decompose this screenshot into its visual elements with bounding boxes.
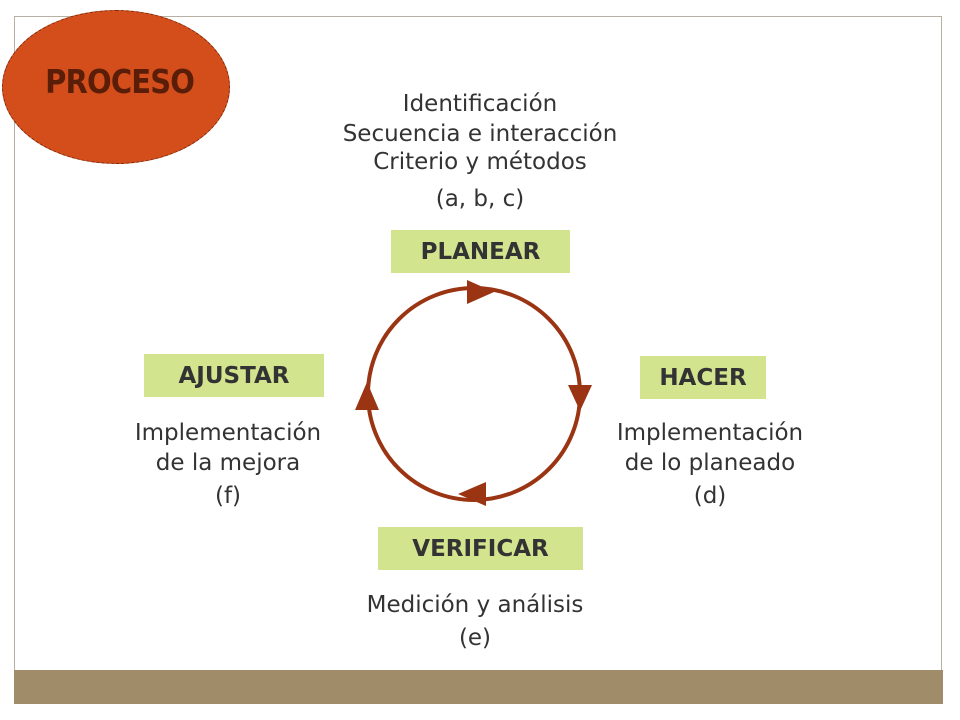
- ajustar-description: Implementación de la mejora (f): [108, 418, 348, 511]
- title-badge: PROCESO: [2, 10, 230, 164]
- arrow-right-down-icon: [568, 385, 592, 411]
- planear-line-1: Identificación: [402, 91, 558, 117]
- verificar-line-2: (e): [458, 625, 492, 651]
- verificar-label: VERIFICAR: [412, 535, 549, 562]
- hacer-line-2: de lo planeado: [624, 450, 796, 476]
- ajustar-label: AJUSTAR: [178, 362, 290, 389]
- arrow-bottom-left-icon: [458, 482, 486, 506]
- planear-label: PLANEAR: [420, 238, 541, 265]
- ajustar-line-3: (f): [214, 483, 242, 509]
- title-text: PROCESO: [45, 61, 196, 101]
- hacer-box: HACER: [640, 356, 766, 399]
- arrow-left-up-icon: [355, 382, 379, 410]
- hacer-label: HACER: [659, 364, 747, 391]
- hacer-line-1: Implementación: [616, 420, 804, 446]
- ajustar-box: AJUSTAR: [144, 354, 324, 397]
- footer-bar: [14, 670, 943, 704]
- planear-line-2: Secuencia e interacción: [342, 121, 618, 147]
- cycle-ring: [366, 286, 582, 502]
- hacer-line-3: (d): [693, 483, 727, 509]
- hacer-description: Implementación de lo planeado (d): [590, 418, 830, 511]
- planear-description: Identificación Secuencia e interacción C…: [300, 89, 660, 214]
- planear-box: PLANEAR: [391, 230, 570, 273]
- verificar-box: VERIFICAR: [378, 527, 583, 570]
- ajustar-line-1: Implementación: [134, 420, 322, 446]
- ajustar-line-2: de la mejora: [155, 450, 301, 476]
- planear-line-4: (a, b, c): [435, 186, 525, 212]
- arrow-top-right-icon: [467, 280, 494, 304]
- verificar-description: Medición y análisis (e): [330, 590, 620, 653]
- verificar-line-1: Medición y análisis: [366, 592, 584, 618]
- planear-line-3: Criterio y métodos: [373, 149, 587, 175]
